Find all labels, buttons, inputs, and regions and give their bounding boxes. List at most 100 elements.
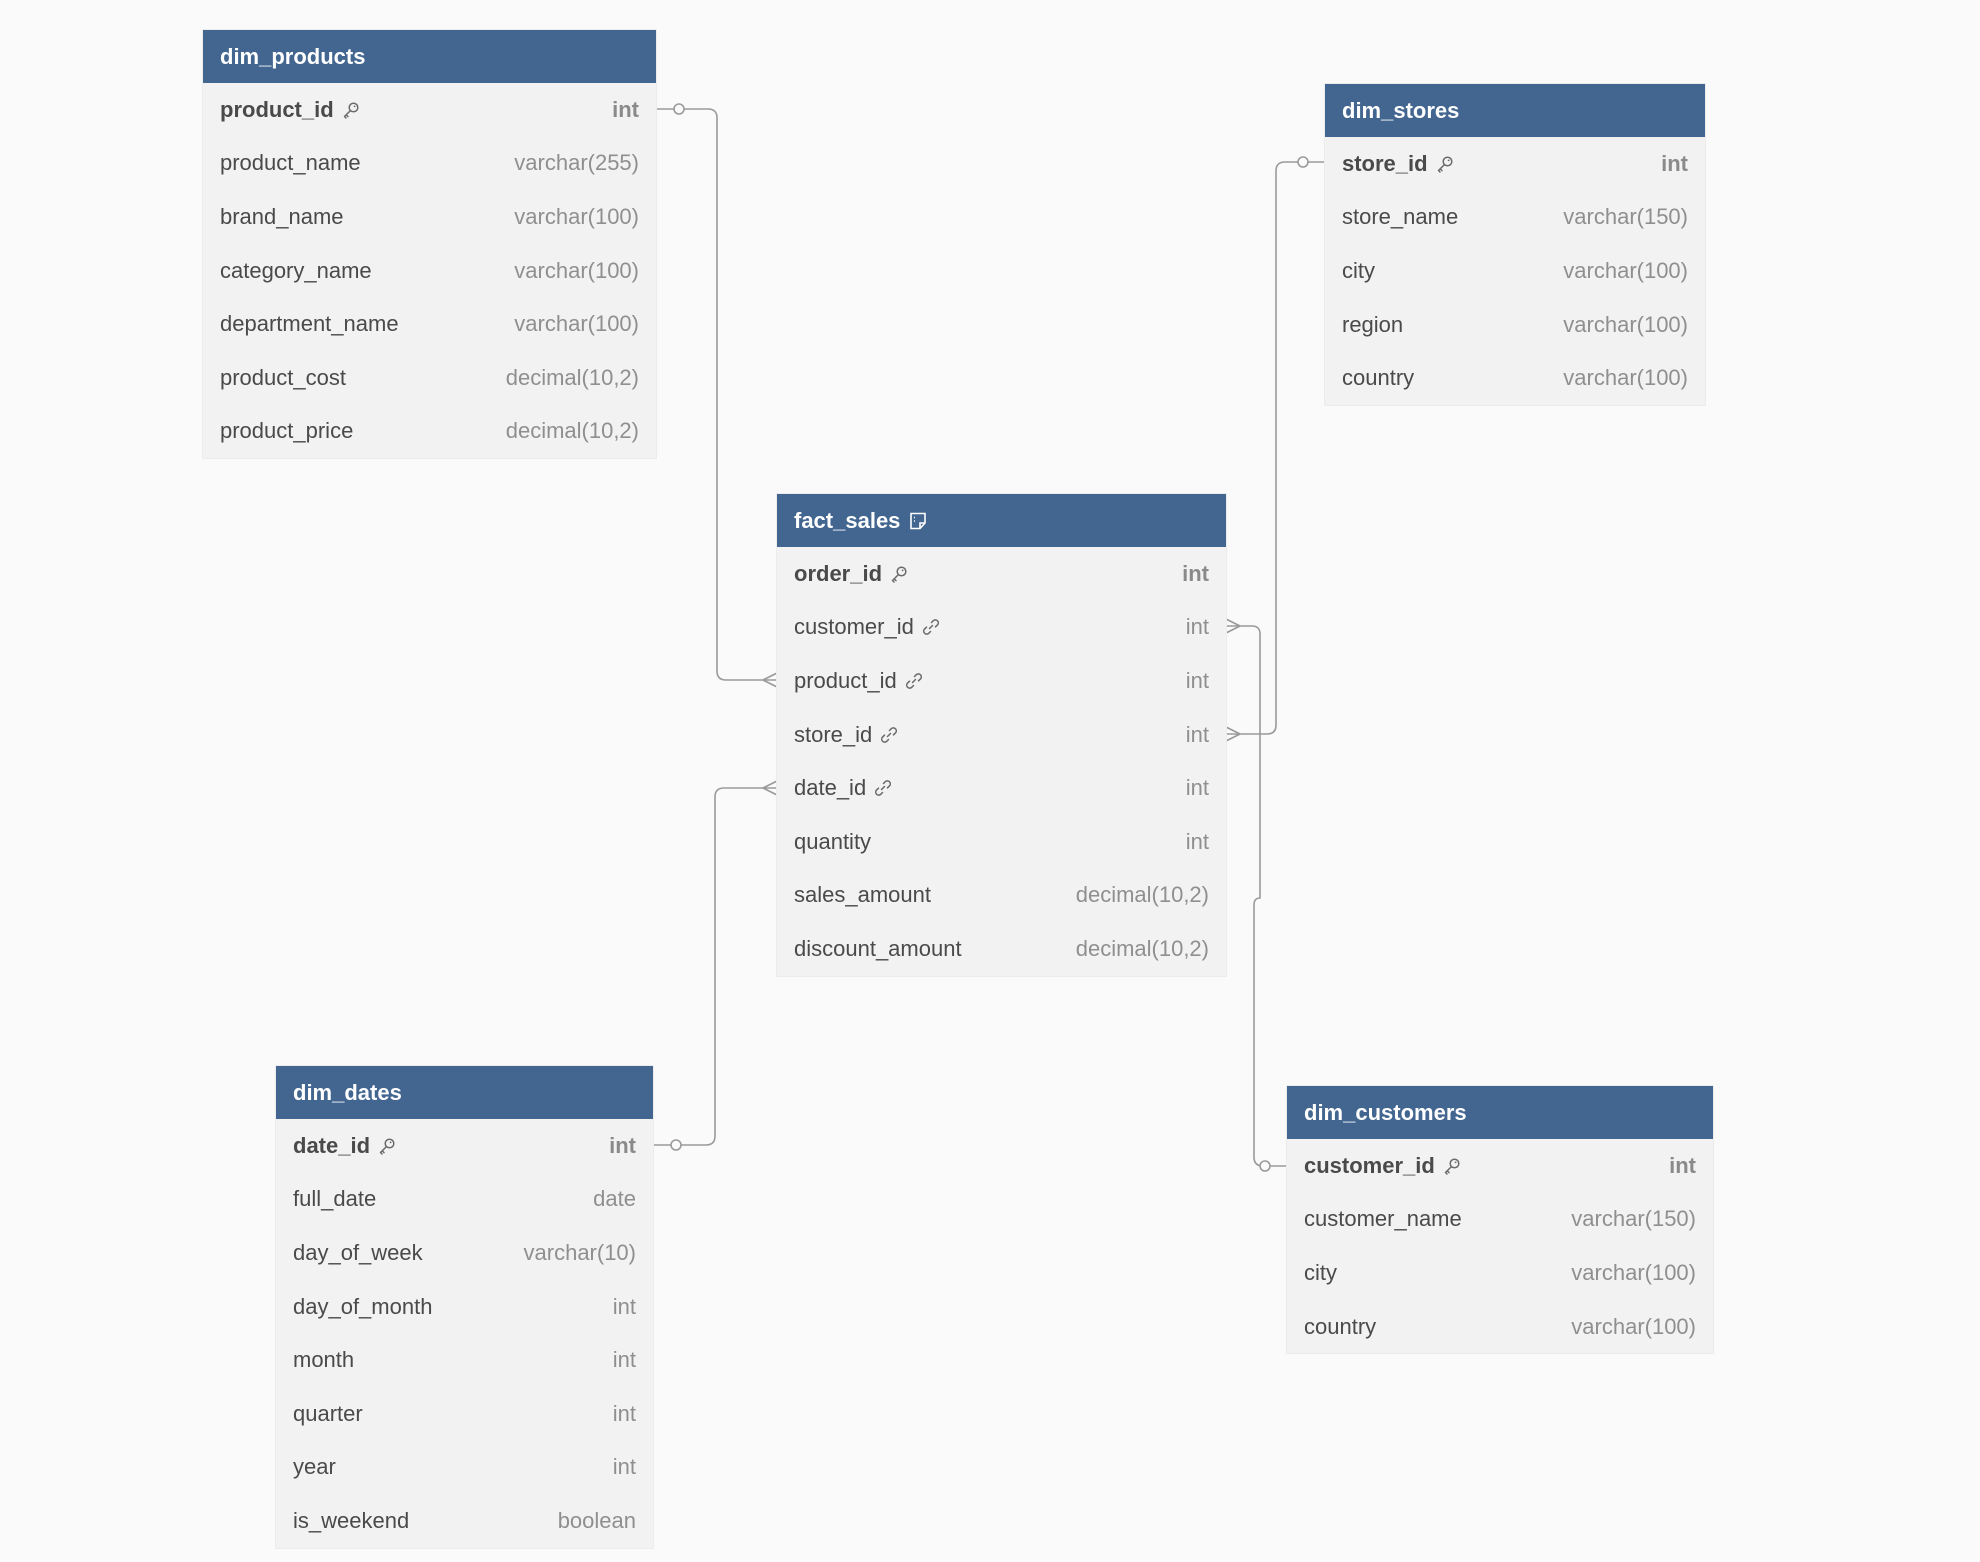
column-name: month bbox=[293, 1347, 354, 1373]
column-name-text: category_name bbox=[220, 257, 372, 283]
column-type: int bbox=[1185, 614, 1209, 640]
column-row-product-price[interactable]: product_price decimal(10,2) bbox=[203, 405, 656, 459]
column-name: store_id bbox=[1342, 151, 1455, 177]
column-name: country bbox=[1304, 1314, 1376, 1340]
column-name-text: product_id bbox=[220, 96, 334, 122]
column-type: varchar(10) bbox=[523, 1239, 636, 1265]
foreign-key-link-icon bbox=[879, 725, 899, 745]
foreign-key-link-icon bbox=[873, 778, 893, 798]
column-name-text: quantity bbox=[794, 828, 872, 854]
column-name: date_id bbox=[794, 775, 893, 801]
column-row-day-of-week[interactable]: day_of_week varchar(10) bbox=[276, 1226, 653, 1280]
one-end-circle bbox=[673, 103, 685, 115]
column-row-region[interactable]: region varchar(100) bbox=[1325, 298, 1705, 352]
column-row-month[interactable]: month int bbox=[276, 1333, 653, 1387]
column-name: product_price bbox=[220, 418, 353, 444]
column-name: product_name bbox=[220, 150, 361, 176]
column-row-store-id[interactable]: store_id int bbox=[777, 708, 1226, 762]
column-name-text: region bbox=[1342, 311, 1404, 337]
column-name: country bbox=[1342, 365, 1414, 391]
one-end-circle bbox=[1259, 1160, 1271, 1172]
table-title: dim_stores bbox=[1342, 97, 1460, 123]
column-type: decimal(10,2) bbox=[1075, 935, 1209, 961]
column-name-text: date_id bbox=[794, 775, 867, 801]
relationship-customers-to-fact-sales bbox=[1226, 625, 1287, 1167]
column-type: int bbox=[612, 1347, 636, 1373]
column-type: varchar(100) bbox=[1563, 257, 1688, 283]
column-name: customer_id bbox=[794, 614, 941, 640]
column-name-text: store_id bbox=[794, 721, 873, 747]
column-row-customer-id[interactable]: customer_id int bbox=[777, 601, 1226, 655]
table-header[interactable]: dim_customers bbox=[1287, 1086, 1713, 1139]
table-header[interactable]: dim_stores bbox=[1325, 84, 1705, 137]
column-name: year bbox=[293, 1454, 336, 1480]
column-name-text: date_id bbox=[293, 1132, 371, 1158]
column-name: date_id bbox=[293, 1133, 397, 1159]
column-name-text: year bbox=[293, 1454, 336, 1480]
column-type: decimal(10,2) bbox=[1075, 882, 1209, 908]
table-header[interactable]: dim_products bbox=[203, 30, 656, 83]
column-name-text: is_weekend bbox=[293, 1507, 410, 1533]
column-name-text: day_of_week bbox=[293, 1239, 423, 1265]
column-type: varchar(100) bbox=[1571, 1313, 1696, 1339]
column-type: decimal(10,2) bbox=[505, 418, 639, 444]
table-header[interactable]: dim_dates bbox=[276, 1066, 653, 1119]
column-name-text: full_date bbox=[293, 1186, 377, 1212]
column-name: product_cost bbox=[220, 365, 346, 391]
column-name: order_id bbox=[794, 561, 909, 587]
column-type: int bbox=[1185, 667, 1209, 693]
column-row-sales-amount[interactable]: sales_amount decimal(10,2) bbox=[777, 869, 1226, 923]
primary-key-icon bbox=[377, 1136, 397, 1156]
column-type: int bbox=[1185, 721, 1209, 747]
column-row-product-id[interactable]: product_id int bbox=[777, 654, 1226, 708]
column-row-full-date[interactable]: full_date date bbox=[276, 1173, 653, 1227]
note-icon[interactable] bbox=[908, 511, 928, 531]
foreign-key-link-icon bbox=[921, 617, 941, 637]
table-header[interactable]: fact_sales bbox=[777, 494, 1226, 547]
column-name-text: product_id bbox=[794, 667, 897, 693]
column-name-text: customer_id bbox=[1304, 1152, 1435, 1178]
many-end-crowfoot bbox=[762, 780, 778, 796]
column-name: sales_amount bbox=[794, 882, 931, 908]
primary-key-icon bbox=[1435, 154, 1455, 174]
column-name: day_of_month bbox=[293, 1294, 432, 1320]
column-name-text: product_price bbox=[220, 418, 354, 444]
column-type: varchar(100) bbox=[1563, 311, 1688, 337]
column-name: quantity bbox=[794, 829, 871, 855]
column-type: int bbox=[612, 1400, 636, 1426]
column-row-country[interactable]: country varchar(100) bbox=[1287, 1300, 1713, 1354]
column-type: date bbox=[593, 1186, 636, 1212]
column-name-text: country bbox=[1342, 365, 1415, 391]
column-name-text: customer_name bbox=[1304, 1206, 1462, 1232]
